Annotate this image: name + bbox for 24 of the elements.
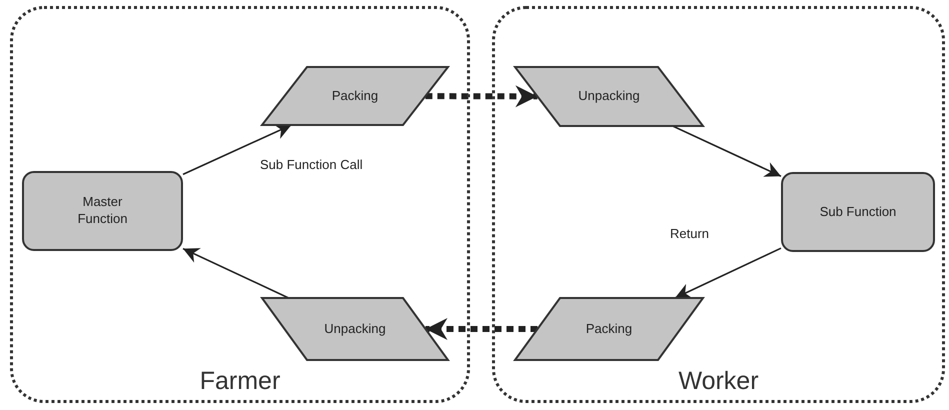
data-parallelogram [515,67,703,126]
group-panel [492,6,945,403]
shape-label: Packing [584,320,634,338]
arrow [672,125,782,178]
shape-label: Packing [330,88,380,104]
shape-label: Unpacking [577,88,641,105]
edge-label: Sub Function Call [258,157,365,172]
process-box [22,171,183,251]
arrow [425,85,538,108]
panel-title: Farmer [198,367,282,396]
group-panel [10,6,470,403]
data-parallelogram [262,67,448,125]
arrow [674,247,782,299]
arrow [182,248,289,299]
process-box [781,172,935,252]
data-parallelogram [262,298,448,360]
edge-label: Return [668,226,712,241]
box-label: Sub Function [818,204,898,220]
box-label: Master Function [76,194,128,228]
data-parallelogram [515,298,703,360]
panel-title: Worker [677,367,760,396]
shape-label: Unpacking [323,320,387,338]
arrow [182,124,292,176]
arrow [426,318,538,340]
